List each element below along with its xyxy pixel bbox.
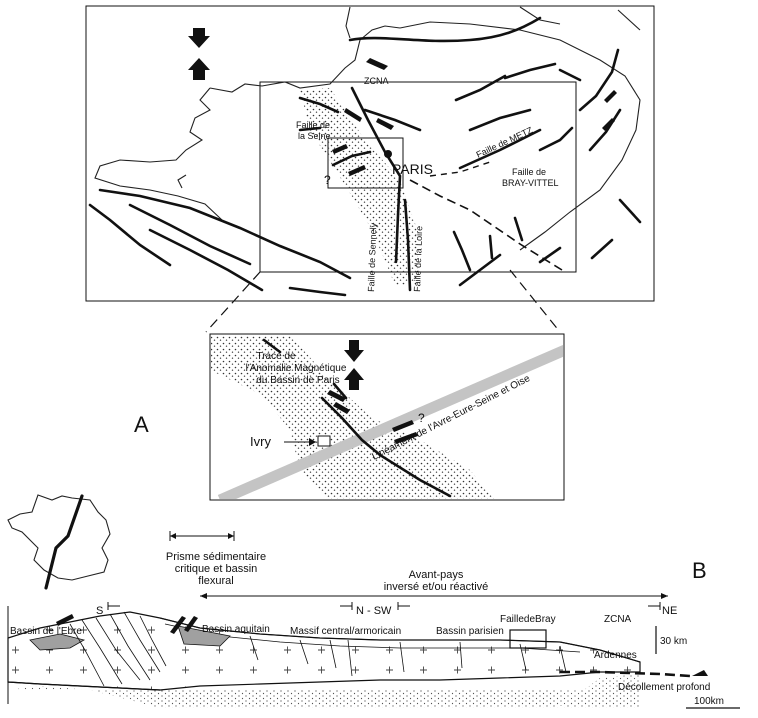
marker-nsw: N - SW [356,605,392,617]
label-paris: PARIS [392,161,433,177]
label-bray-vittel: BRAY-VITTEL [502,178,559,188]
label-question: ? [324,173,331,187]
regional-map: ZCNA Faille de la Seine Faille de METZ F… [85,5,655,302]
marker-ne: NE [662,605,677,617]
france-locator [7,494,111,590]
paris-marker [384,150,392,158]
inset-shear-arrows [327,390,418,444]
prisme-label-1: Prisme sédimentaire [166,551,266,563]
avant-label-1: Avant-pays [409,569,464,581]
ebre-basin [29,633,86,651]
label-decollement: Décollement profond [618,682,710,693]
aquitain-basin [177,625,231,647]
label-zcna: ZCNA [364,76,389,86]
prisme-range [169,531,235,541]
panel-a-letter: A [134,412,149,437]
inset-anomaly-band [211,335,495,499]
label-faille-seine-2: la Seine [298,131,331,141]
label-scale-h: 100km [694,696,724,707]
magnetic-anomaly-band [300,88,418,285]
label-bassin-aquitain: Bassin aquitain [202,624,270,635]
label-massif-central: Massif central/armoricain [290,626,401,637]
label-scale-v: 30 km [660,636,687,647]
label-faille-bray: Faille de [512,167,546,177]
prisme-label-3: flexural [198,575,233,587]
panel-b-letter: B [692,558,707,583]
coastline [94,6,641,251]
dashed-traces [409,161,563,271]
inset-frame [209,333,565,501]
inset-map: Trace de l'Anomalie Magnétique du Bassin… [209,333,565,501]
map-frame [85,5,655,302]
label-faille-loire: Faille de la Loire [412,226,424,292]
zoom-connectors [205,269,561,333]
fault-lines [88,16,642,297]
avant-range [200,593,668,599]
label-bassin-parisien: Bassin parisien [436,626,504,637]
ivry-label: Ivry [250,434,271,449]
label-faille-bray: FailledeBray [500,614,556,625]
trace-label-2: l'Anomalie Magnétique [246,363,347,374]
shear-arrows [332,50,617,176]
cross-section: Prisme sédimentaire critique et bassin f… [7,531,740,709]
label-ardennes: Ardennes [594,650,637,661]
label-faille-seine: Faille de [296,120,330,130]
trace-label-1: Trace de [256,351,296,362]
marker-s: S [96,605,103,617]
trace-label-3: du Bassin de Paris [256,375,339,386]
decollement-trace [560,670,691,678]
wedge-lines [69,611,567,687]
label-faille-sennely: Faille de Sennely [366,222,378,292]
compression-arrows [188,28,210,80]
prisme-label-2: critique et bassin [175,563,258,575]
bray-box [509,629,547,649]
lineament-band [217,344,563,499]
inset-compression-arrows [344,340,364,390]
inset-question: ? [418,411,425,425]
ivry-marker [317,435,331,447]
label-zcna-section: ZCNA [604,614,632,625]
label-bassin-ebre: Bassin de l'Ebre [10,626,82,637]
lineament-label: Linéament de l'Avre-Eure-Seine et Oise [370,373,532,463]
label-faille-metz: Faille de METZ [475,125,535,160]
avant-label-2: inversé et/ou réactivé [384,581,489,593]
